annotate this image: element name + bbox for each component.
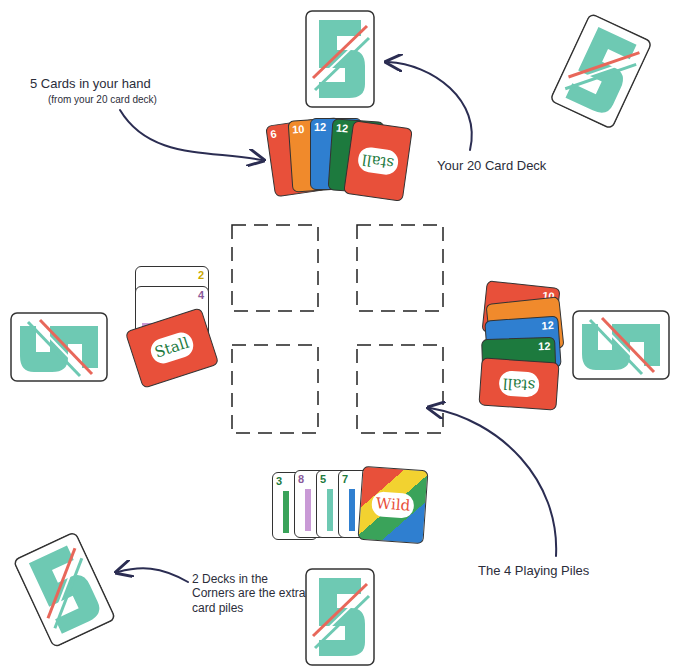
callout-label: Your 20 Card Deck	[437, 158, 546, 174]
card-deck	[11, 11, 669, 665]
card-number: 4	[198, 290, 204, 301]
card-number: 2	[198, 270, 204, 281]
playing-card: stall	[478, 357, 559, 410]
card-stripe	[305, 489, 311, 531]
card-stripe	[283, 491, 289, 533]
callout-label: 2 Decks in the Corners are the extra car…	[192, 572, 310, 615]
card-stripe	[327, 489, 333, 531]
callout-label: (from your 20 card deck)	[48, 94, 157, 106]
card-number: 10	[292, 124, 305, 136]
card-title: stall	[498, 370, 540, 398]
card-number: 12	[314, 122, 326, 133]
callout-label: 5 Cards in your hand	[30, 76, 151, 92]
card-number: 12	[538, 341, 551, 352]
card-title: stall	[356, 146, 399, 176]
card-number: 12	[541, 320, 554, 332]
playing-card: Wild	[357, 466, 428, 544]
card-number: 3	[276, 476, 282, 487]
card-stripe	[349, 489, 355, 531]
card-title: Wild	[371, 491, 415, 519]
card-number: 12	[336, 123, 349, 135]
playing-card: stall	[343, 120, 413, 202]
card-number: 6	[270, 129, 278, 141]
card-number: 7	[342, 474, 348, 485]
playing-pile	[232, 225, 443, 433]
card-number: 5	[320, 474, 326, 485]
callout-label: The 4 Playing Piles	[478, 563, 589, 579]
card-title: Stall	[148, 329, 196, 366]
card-number: 8	[298, 474, 304, 485]
